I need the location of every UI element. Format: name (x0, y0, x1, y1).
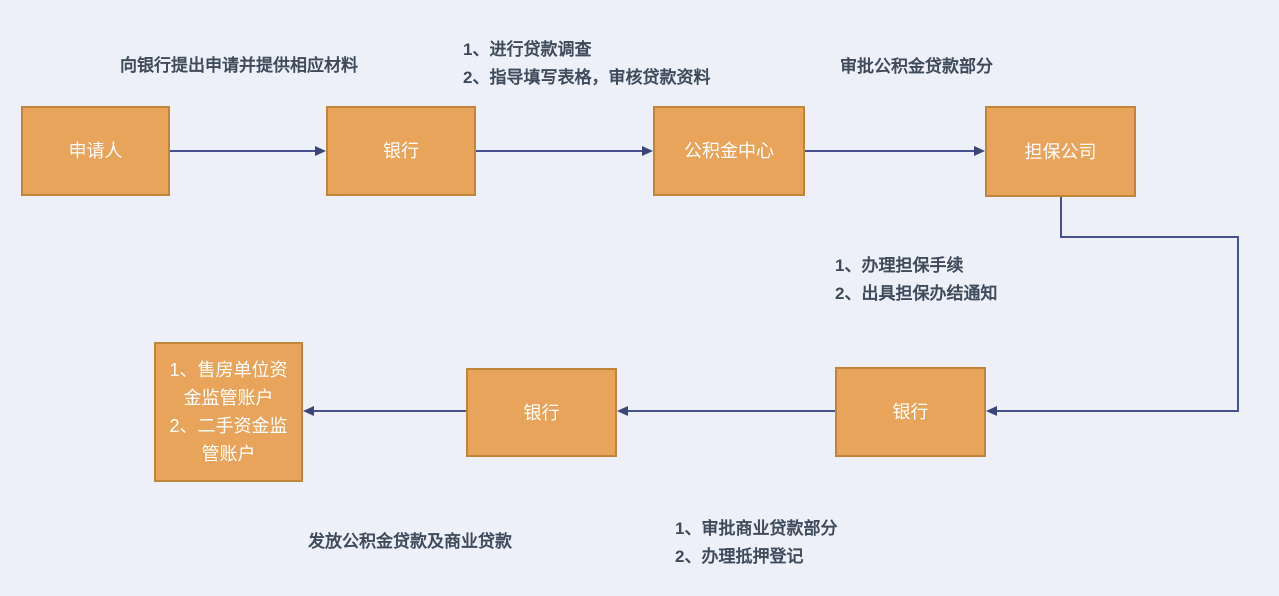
arrowhead-right-icon (642, 146, 653, 156)
label-guarantee-procedure: 1、办理担保手续 2、出具担保办结通知 (835, 256, 998, 303)
connector-bank-fundcenter (476, 150, 643, 152)
connector-bank-bank (628, 410, 835, 412)
label-commercial-loan: 1、审批商业贷款部分 2、办理抵押登记 (675, 519, 838, 566)
connector-guarantee-bank-seg2 (1060, 236, 1239, 238)
arrowhead-left-icon (986, 406, 997, 416)
connector-guarantee-bank-seg1 (1060, 197, 1062, 238)
arrowhead-left-icon (303, 406, 314, 416)
connector-guarantee-bank-seg3 (1237, 236, 1239, 412)
node-bank-bottom-middle[interactable]: 银行 (466, 368, 617, 457)
node-bank-top[interactable]: 银行 (326, 106, 476, 196)
label-grant-loans: 发放公积金贷款及商业贷款 (308, 532, 512, 551)
connector-fundcenter-guarantee (805, 150, 975, 152)
node-applicant[interactable]: 申请人 (21, 106, 170, 196)
connector-bank-accounts (314, 410, 466, 412)
connector-guarantee-bank-seg4 (997, 410, 1239, 412)
node-fund-center[interactable]: 公积金中心 (653, 106, 805, 196)
arrowhead-right-icon (315, 146, 326, 156)
label-approve-fund-loan: 审批公积金贷款部分 (840, 57, 993, 76)
connector-applicant-bank (170, 150, 316, 152)
node-bank-bottom-right[interactable]: 银行 (835, 367, 986, 457)
label-loan-survey: 1、进行贷款调查 2、指导填写表格，审核贷款资料 (463, 40, 711, 87)
label-apply-to-bank: 向银行提出申请并提供相应材料 (120, 56, 358, 75)
arrowhead-left-icon (617, 406, 628, 416)
node-guarantee-company[interactable]: 担保公司 (985, 106, 1136, 197)
node-supervision-accounts[interactable]: 1、售房单位资金监管账户 2、二手资金监管账户 (154, 342, 303, 482)
arrowhead-right-icon (974, 146, 985, 156)
